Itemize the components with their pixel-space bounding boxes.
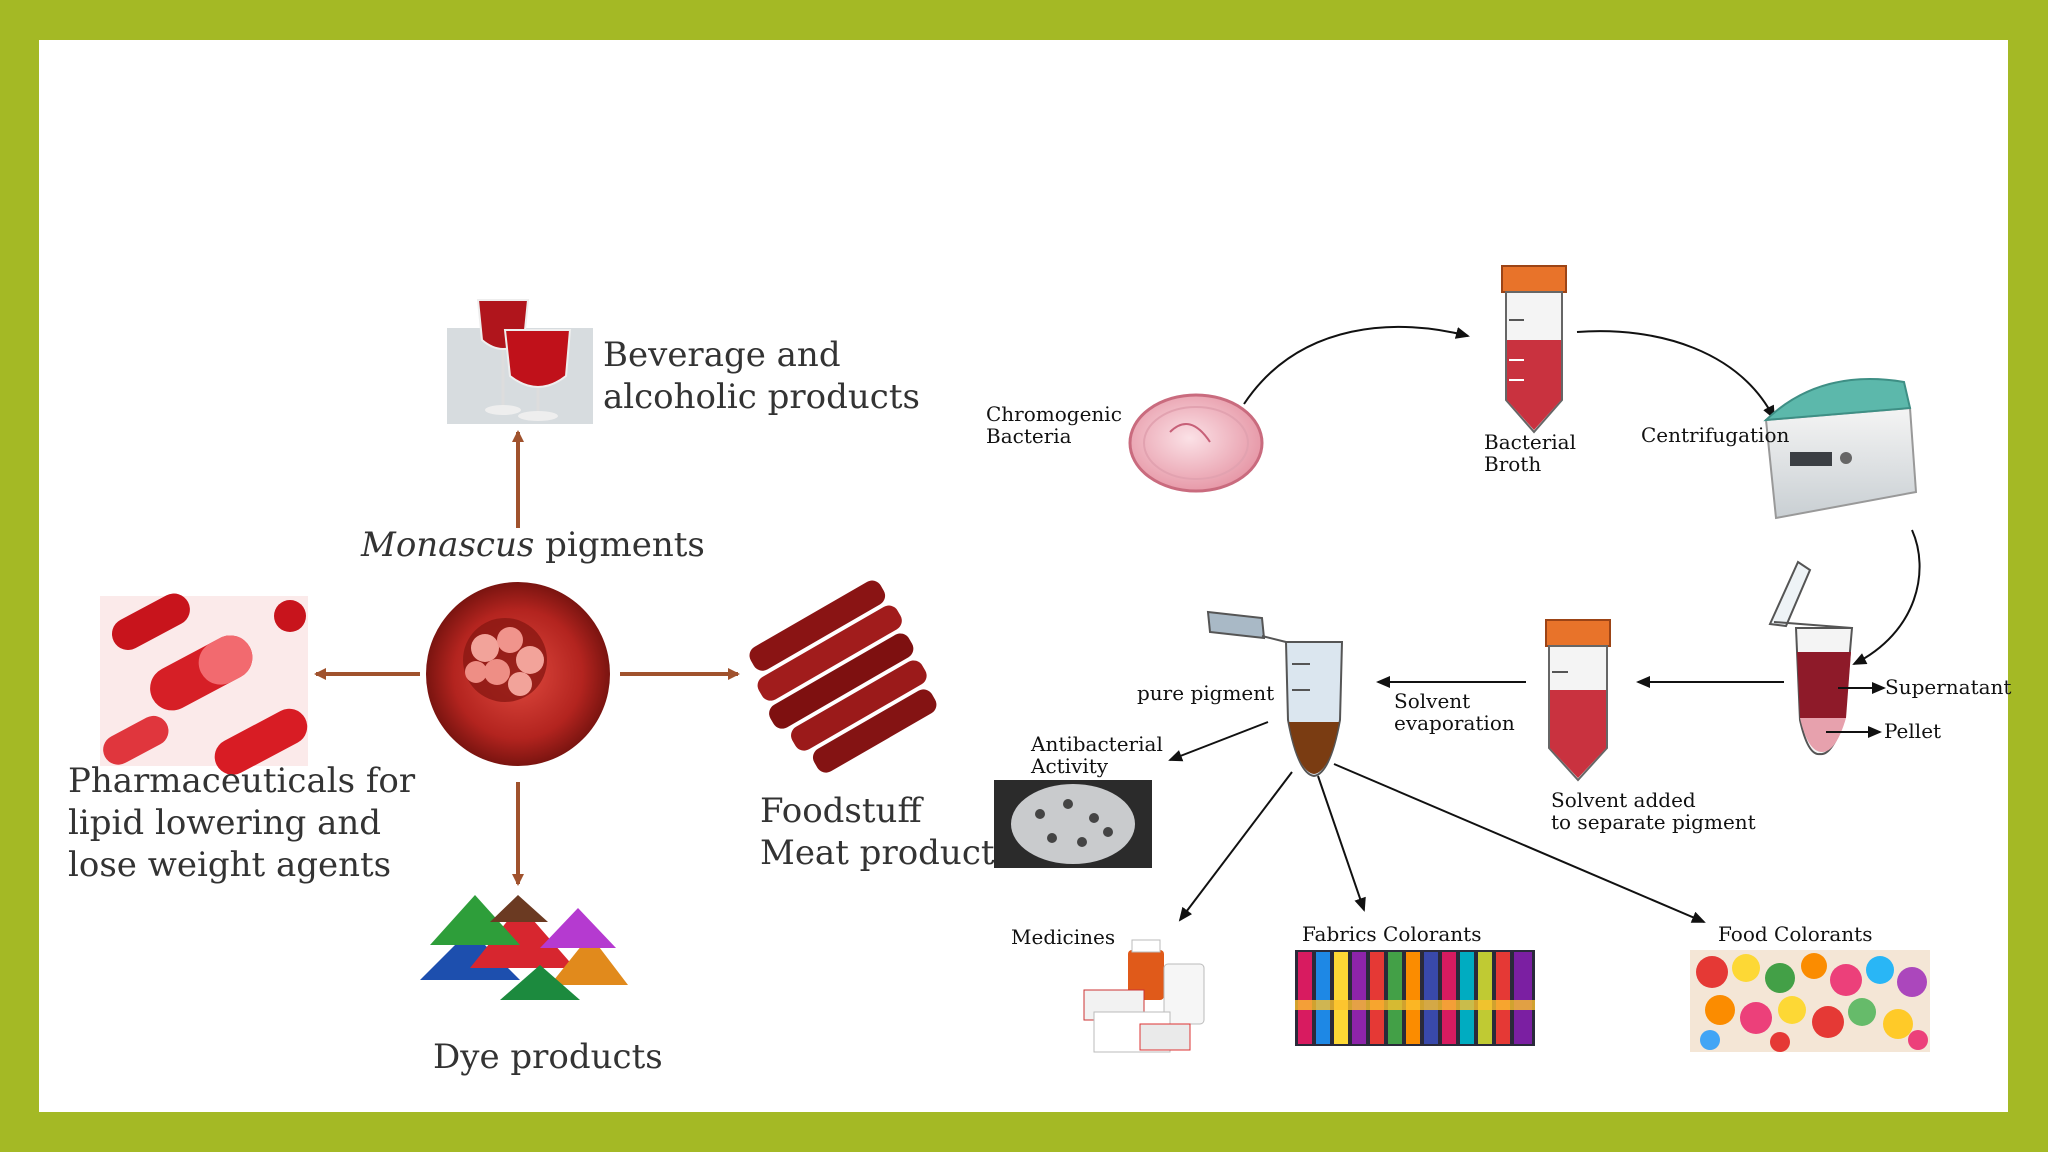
medicines-label: Medicines	[1011, 925, 1115, 949]
wine-glasses-image	[447, 299, 593, 424]
fabrics-label: Fabrics Colorants	[1302, 922, 1481, 946]
chromogenic-label-line1: Chromogenic	[986, 402, 1122, 426]
pellet-label: Pellet	[1884, 719, 1941, 743]
pharma-label-line2: lipid lowering and	[68, 803, 381, 843]
arrow-to-food-colorants	[1333, 763, 1706, 923]
solvent-added-label-line1: Solvent added	[1551, 788, 1696, 812]
arrow-to-fabrics	[1317, 775, 1366, 912]
fabrics-image	[1295, 950, 1535, 1046]
broth-label-line2: Broth	[1484, 452, 1541, 476]
solvent-evap-label-line1: Solvent	[1394, 689, 1470, 713]
chromogenic-label-line2: Bacteria	[986, 424, 1072, 448]
arrow-petri-to-broth	[1243, 325, 1470, 405]
solvent-evap-label-line2: evaporation	[1394, 711, 1515, 735]
arrow-broth-to-centrifuge	[1576, 330, 1775, 420]
eppendorf-tube-image	[1768, 560, 1854, 756]
pure-pigment-tube-image	[1206, 610, 1344, 778]
pharma-label-line1: Pharmaceuticals for	[68, 761, 416, 801]
food-colorants-label: Food Colorants	[1718, 922, 1872, 946]
solvent-added-label-line2: to separate pigment	[1551, 810, 1756, 834]
left-panel: Monascus pigments Beverage and alcoholic…	[68, 299, 1012, 1077]
centrifuge-image	[1763, 378, 1918, 520]
broth-tube-image	[1501, 265, 1567, 434]
dye-powder-image	[420, 895, 628, 1000]
food-colorants-image	[1690, 950, 1930, 1052]
beverage-label-line2: alcoholic products	[603, 377, 920, 417]
monascus-pigment-image	[426, 582, 610, 766]
arrow-to-medicines	[1178, 771, 1293, 922]
arrow-centrifuge-to-eppendorf	[1852, 529, 1921, 665]
pharma-label-line3: lose weight agents	[68, 845, 391, 885]
slide-canvas	[39, 40, 2008, 1112]
centrifugation-label: Centrifugation	[1641, 423, 1789, 447]
right-panel: Chromogenic Bacteria Bacterial Broth Cen…	[986, 265, 2011, 1053]
antibacterial-label-line2: Activity	[1030, 754, 1109, 778]
antibacterial-label-line1: Antibacterial	[1030, 732, 1163, 756]
broth-label-line1: Bacterial	[1484, 430, 1576, 454]
arrow-to-antibacterial	[1168, 721, 1269, 762]
solvent-tube-image	[1545, 619, 1611, 782]
beverage-label-line1: Beverage and	[603, 335, 841, 375]
center-label: Monascus pigments	[360, 525, 705, 565]
foodstuff-label-line2: Meat products	[760, 833, 1012, 873]
pure-pigment-label: pure pigment	[1137, 681, 1274, 705]
capsules-image	[100, 593, 308, 775]
medicines-image	[1083, 939, 1205, 1053]
supernatant-label: Supernatant	[1885, 675, 2011, 699]
meat-products-image	[749, 580, 937, 773]
dye-label: Dye products	[433, 1037, 663, 1077]
petri-dish-image	[1128, 393, 1264, 493]
agar-plate-image	[994, 780, 1152, 868]
foodstuff-label-line1: Foodstuff	[760, 791, 924, 831]
